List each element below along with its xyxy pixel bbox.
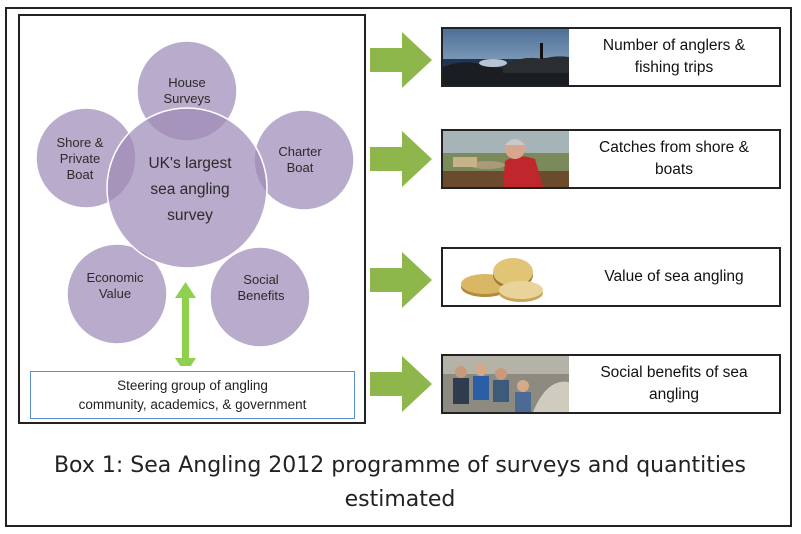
figure-frame xyxy=(5,7,792,527)
steering-group-line-2: community, academics, & government xyxy=(78,397,307,412)
petal-economic-value xyxy=(66,243,168,345)
output-catches-text: Catches from shore &boats xyxy=(599,139,749,178)
petal-social-benefits xyxy=(209,246,311,348)
output-anglers-box: Number of anglers &fishing trips xyxy=(441,27,781,87)
arrow-to-anglers xyxy=(370,32,432,88)
steering-group-box: Steering group of angling community, aca… xyxy=(30,371,355,419)
arrow-to-value xyxy=(370,252,432,308)
output-value-text: Value of sea angling xyxy=(604,268,744,285)
rocky-shore-angler-photo xyxy=(443,29,569,85)
output-anglers-text: Number of anglers &fishing trips xyxy=(602,37,746,76)
center-circle xyxy=(106,107,268,269)
caption-line-2: estimated xyxy=(344,487,456,512)
steering-group-line-1: Steering group of angling xyxy=(117,378,268,393)
double-arrow xyxy=(175,282,196,366)
angler-with-fish-photo xyxy=(443,131,569,187)
arrow-to-social xyxy=(370,356,432,412)
pound-coins-photo xyxy=(443,249,569,305)
figure-caption: Box 1: Sea Angling 2012 programme of sur… xyxy=(20,449,780,517)
group-on-rocks-photo xyxy=(443,356,569,412)
output-value-box: Value of sea angling xyxy=(441,247,781,307)
survey-diagram-box xyxy=(18,14,366,424)
survey-venn-diagram xyxy=(35,40,355,366)
output-catches-box: Catches from shore &boats xyxy=(441,129,781,189)
arrow-to-catches xyxy=(370,131,432,187)
caption-line-1: Box 1: Sea Angling 2012 programme of sur… xyxy=(53,453,747,478)
